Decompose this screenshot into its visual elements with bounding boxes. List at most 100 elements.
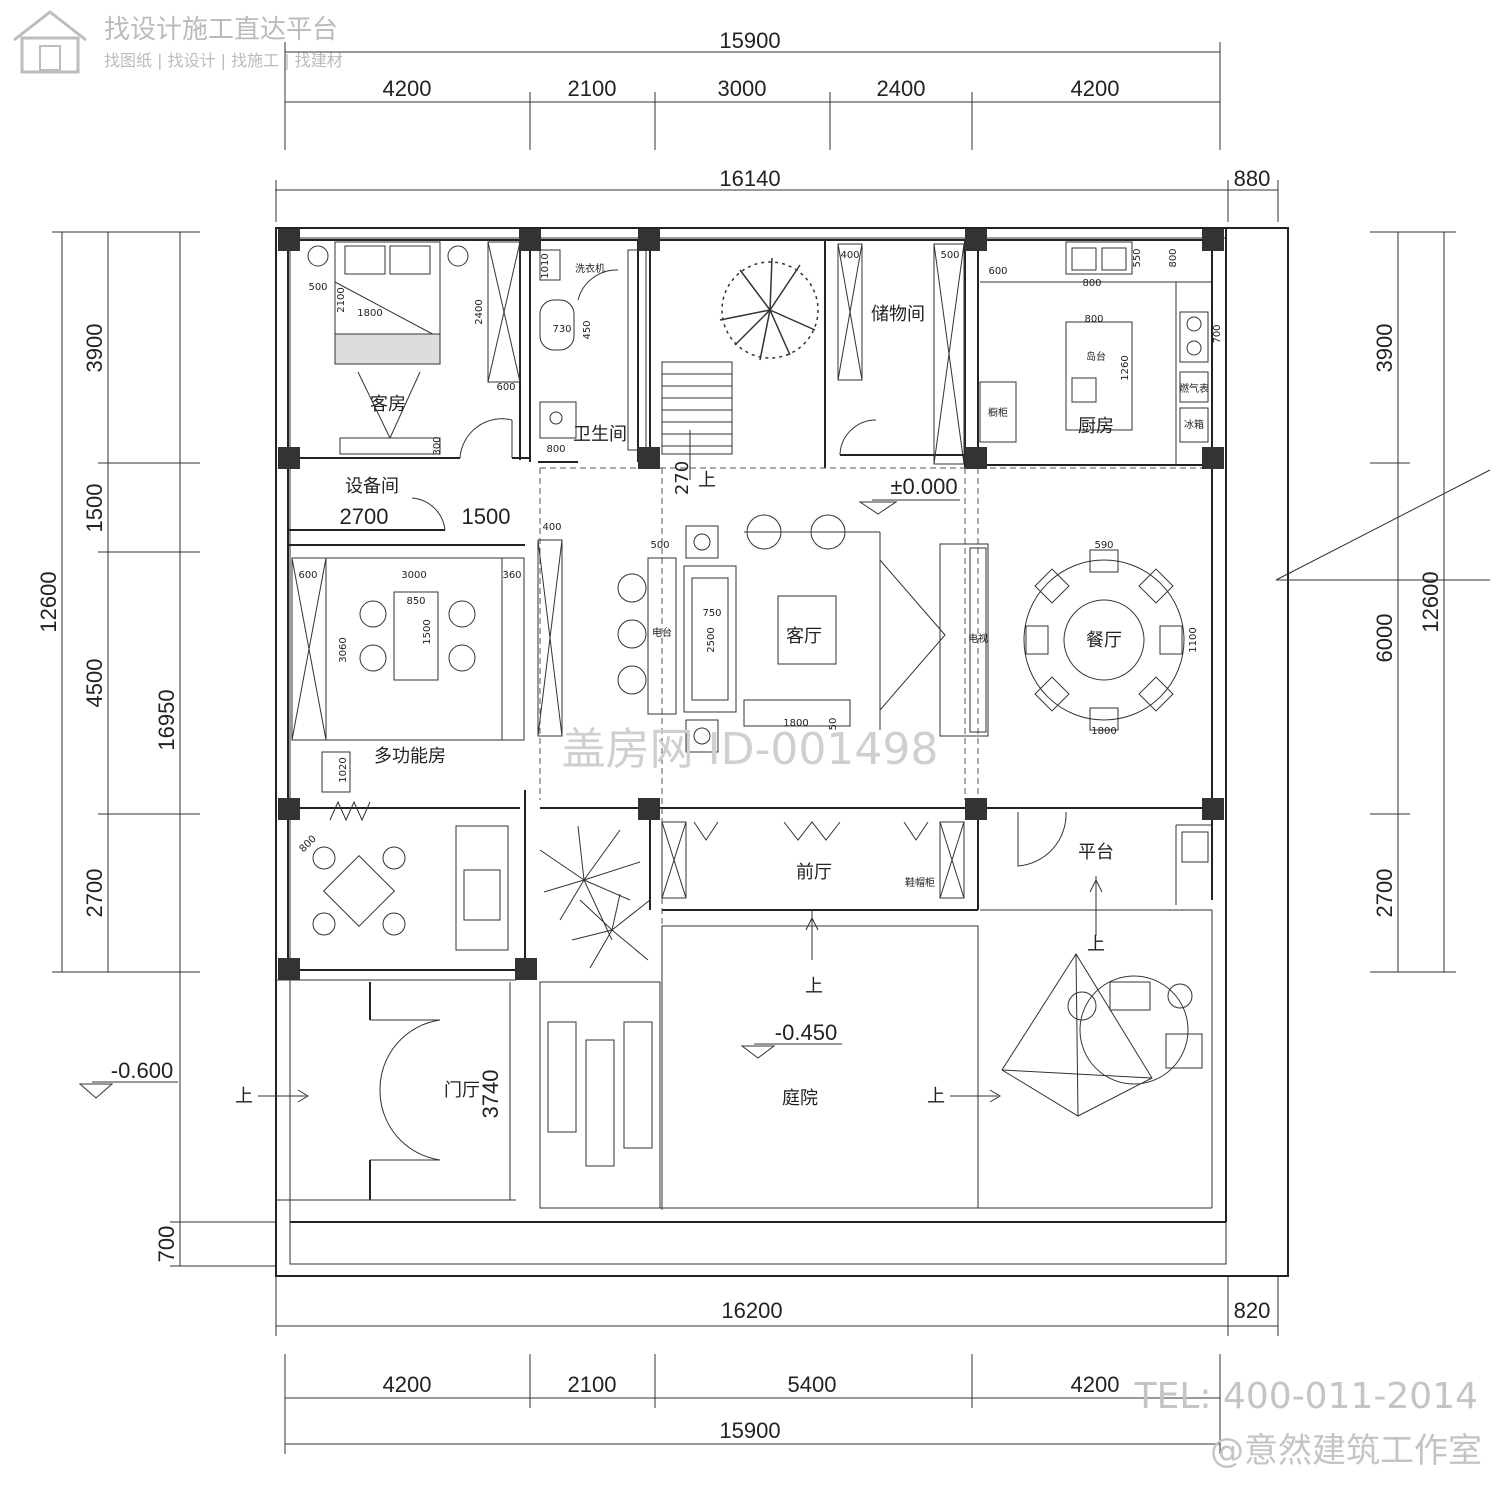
dim-left-bottom: 700 (154, 1226, 179, 1263)
dim-door-hall-depth: 3740 (478, 1070, 503, 1119)
kitchen-island (1065, 321, 1133, 431)
label-side: 电台 (652, 626, 672, 639)
zone-dash-lines (539, 467, 1210, 1210)
dim-right-seg-2: 6000 (1372, 614, 1397, 663)
dim-right-total: 12600 (1418, 571, 1443, 632)
dim-tv-cabinet: 300 (432, 436, 443, 455)
dim-bed-length: 2100 (336, 287, 347, 312)
dim-multi-f: 1500 (422, 619, 433, 644)
dim-kit-d: 800 (1168, 248, 1179, 267)
room-label-door-hall: 门厅 (444, 1080, 480, 1101)
equipment-room (411, 497, 446, 531)
label-up-front: 上 (805, 976, 823, 997)
dim-left-seg-4: 2700 (82, 869, 107, 918)
dim-living-e: 50 (828, 718, 839, 731)
front-hall (661, 821, 965, 960)
label-tv: 电视 (968, 632, 988, 645)
dim-multi-c: 360 (502, 570, 521, 581)
dim-bath-b: 1010 (540, 253, 551, 278)
label-stair-270: 270 (672, 461, 693, 495)
dining-table (1023, 559, 1185, 721)
bathroom (539, 249, 647, 451)
dim-top-seg-3: 3000 (718, 76, 767, 101)
room-label-courtyard: 庭院 (782, 1088, 818, 1109)
dim-dining-a: 590 (1094, 540, 1113, 551)
dim-bottom-right: 820 (1234, 1298, 1271, 1323)
dim-equip-width: 2700 (340, 504, 389, 529)
game-table (322, 854, 396, 928)
watermark-tel: TEL: 400-011-2014 (1134, 1376, 1478, 1417)
left-dimension-lines (52, 231, 276, 1267)
dim-bottom-seg-2: 2100 (568, 1372, 617, 1397)
level-main: ±0.000 (890, 474, 957, 499)
room-label-guest: 客房 (370, 394, 406, 415)
level-entry: -0.600 (111, 1058, 173, 1083)
dim-dining-b: 1100 (1188, 627, 1199, 652)
room-label-platform: 平台 (1078, 842, 1114, 863)
level-marker-entry (78, 1081, 178, 1099)
dim-multi-g: 1020 (338, 757, 349, 782)
brand-logo (13, 10, 87, 74)
dim-dining-c: 1800 (1091, 726, 1116, 737)
door-hall (258, 979, 516, 1201)
dim-wardrobe-depth: 600 (496, 382, 515, 393)
dim-multi-a: 600 (298, 570, 317, 581)
chair-icon (382, 846, 406, 870)
dining-room (1023, 549, 1213, 731)
label-up-platform: 上 (1087, 934, 1105, 955)
chair-icon (382, 912, 406, 936)
bench (743, 699, 851, 727)
stool-icon (617, 665, 647, 695)
dim-bottom-seg-1: 4200 (383, 1372, 432, 1397)
right-dimension-lines (1370, 231, 1456, 973)
level-marker-main (858, 499, 960, 515)
tv-wall (939, 543, 989, 737)
dim-living-d: 1800 (783, 718, 808, 729)
dim-bottom-seg-4: 4200 (1071, 1372, 1120, 1397)
side-cabinet (647, 557, 677, 715)
brand-platform: 找设计施工直达平台 (104, 15, 338, 45)
dim-left-seg-1: 3900 (82, 324, 107, 373)
dim-bath-c: 730 (552, 324, 571, 335)
dim-left-seg-2: 1500 (82, 484, 107, 533)
room-label-storage: 储物间 (871, 304, 925, 325)
sink-icon (1181, 831, 1209, 863)
living-room (617, 514, 989, 753)
stove-icon (1179, 311, 1209, 363)
dim-bed-width: 1800 (357, 308, 382, 319)
dim-bed-side: 500 (308, 282, 327, 293)
watermark-studio: @意然建筑工作室 (1210, 1431, 1482, 1471)
coffee-table (777, 595, 837, 665)
top-dimension-lines (275, 42, 1279, 222)
massage-chair (455, 825, 509, 951)
dim-top-right: 880 (1234, 166, 1271, 191)
label-stair-up: 上 (698, 470, 716, 491)
lamp-icon (447, 245, 469, 267)
dim-left-total: 12600 (36, 571, 61, 632)
lamp-icon (307, 245, 329, 267)
exterior-walls (275, 227, 1491, 1277)
multi-function-room (291, 539, 563, 822)
dim-living-a: 500 (650, 540, 669, 551)
dim-kit-g: 700 (1212, 324, 1223, 343)
dim-multi-b: 3000 (401, 570, 426, 581)
dim-top-overall: 16140 (719, 166, 780, 191)
dim-mahjong: 800 (298, 834, 319, 855)
dim-storage-a: 400 (840, 250, 859, 261)
kitchen (979, 241, 1212, 465)
staircase (661, 361, 733, 480)
brand-services: 找图纸 | 找设计 | 找施工 | 找建材 (104, 51, 343, 70)
chair-icon (448, 644, 476, 672)
level-courtyard: -0.450 (775, 1020, 837, 1045)
room-label-living: 客厅 (786, 626, 822, 647)
chair-icon (359, 600, 387, 628)
room-label-equipment: 设备间 (345, 476, 399, 497)
sink-icon (539, 401, 577, 439)
tea-table (393, 591, 439, 681)
dim-top-total: 15900 (719, 28, 780, 53)
dim-right-seg-1: 3900 (1372, 324, 1397, 373)
sofa (683, 565, 737, 713)
sink-icon (1065, 241, 1133, 275)
label-up-entry: 上 (235, 1086, 253, 1107)
